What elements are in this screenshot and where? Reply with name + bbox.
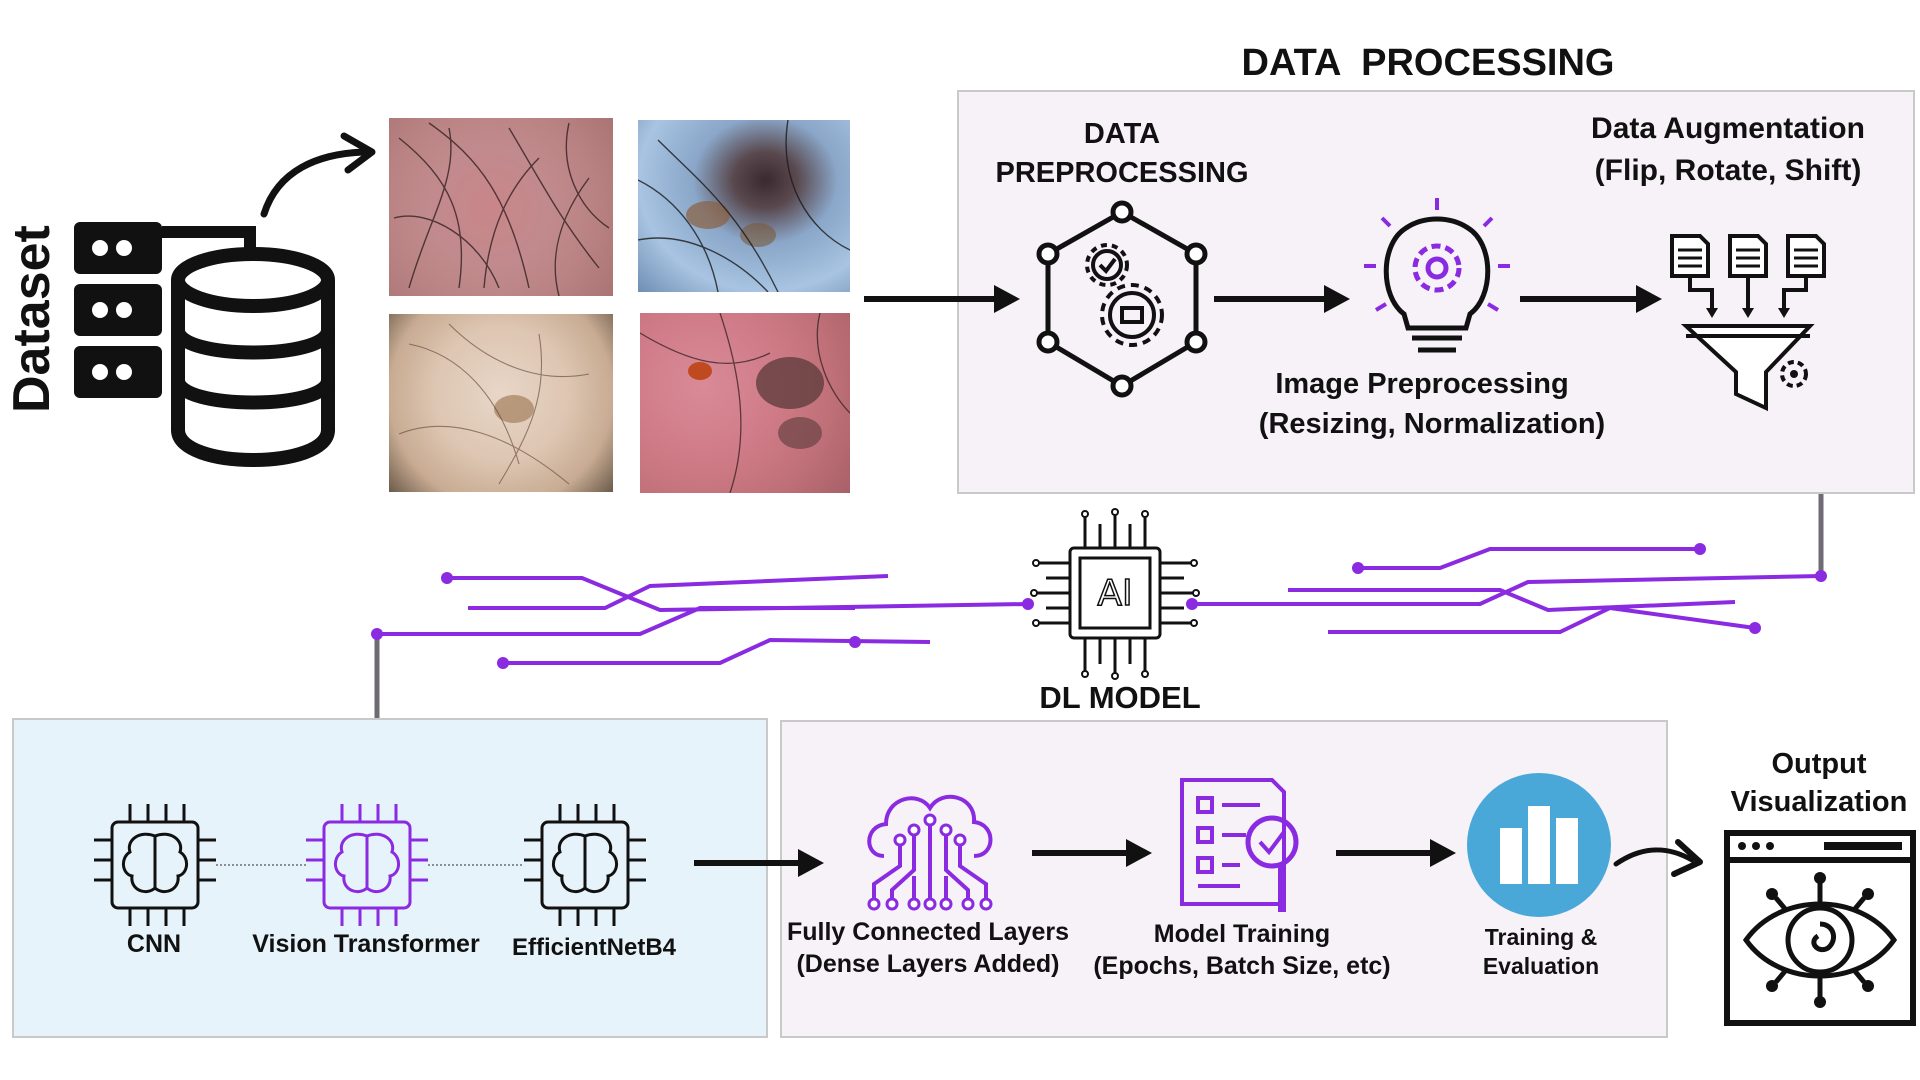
checklist-search-icon <box>1180 778 1299 912</box>
vit-label: Vision Transformer <box>252 930 480 958</box>
dense-layers-label-line1: Fully Connected Layers <box>786 918 1070 946</box>
output-label-line1: Output <box>1771 748 1867 780</box>
arrow-preprocessing-to-image-icon <box>1214 285 1350 313</box>
network-gears-icon <box>1036 200 1208 398</box>
brain-chip-icon-cnn <box>94 804 216 926</box>
image-preprocessing-label-line2: (Resizing, Normalization) <box>1258 408 1606 440</box>
model-training-label-line1: Model Training <box>1153 920 1331 948</box>
arrow-dense-to-training-icon <box>1032 839 1152 867</box>
arrow-image-to-augmentation-icon <box>1520 285 1662 313</box>
effnet-label: EfficientNetB4 <box>511 934 677 961</box>
data-preprocessing-label-line2: PREPROCESSING <box>995 157 1249 189</box>
arrow-models-to-dense-icon <box>694 849 824 877</box>
output-label-line2: Visualization <box>1730 786 1908 818</box>
eval-label-line1: Training & <box>1484 924 1598 950</box>
skin-lesion-image-2 <box>638 120 850 292</box>
model-training-label-line2: (Epochs, Batch Size, etc) <box>1093 952 1391 980</box>
brain-chip-icon-vit <box>306 804 428 926</box>
brain-chip-icon-effnet <box>524 804 646 926</box>
lightbulb-gear-icon <box>1364 198 1510 353</box>
arrow-eval-to-output-icon <box>1613 839 1703 877</box>
cloud-network-icon <box>867 794 993 911</box>
dl-model-label: DL MODEL <box>1039 680 1201 715</box>
eval-label-line2: Evaluation <box>1482 953 1600 979</box>
model-dotted-connector <box>216 864 524 866</box>
eye-window-icon <box>1724 830 1916 1026</box>
arrow-training-to-eval-icon <box>1336 839 1456 867</box>
data-augmentation-label-line2: (Flip, Rotate, Shift) <box>1594 154 1862 187</box>
bar-chart-circle-icon <box>1467 773 1611 917</box>
database-server-icon <box>74 222 335 467</box>
data-augmentation-label-line1: Data Augmentation <box>1591 112 1865 145</box>
cnn-label: CNN <box>126 930 182 958</box>
dense-layers-label-line2: (Dense Layers Added) <box>796 950 1060 978</box>
arrow-to-processing-icon <box>864 285 1020 313</box>
ai-chip-icon: AI <box>1030 508 1200 680</box>
chip-text: AI <box>1097 573 1132 614</box>
skin-lesion-image-3 <box>389 314 613 492</box>
dataset-curved-arrow-icon <box>260 132 376 218</box>
data-processing-title: DATA PROCESSING <box>1241 42 1615 84</box>
skin-lesion-image-1 <box>389 118 613 296</box>
image-preprocessing-label-line1: Image Preprocessing <box>1275 368 1569 400</box>
data-preprocessing-label-line1: DATA <box>1083 118 1161 150</box>
skin-lesion-image-4 <box>640 313 850 493</box>
document-funnel-icon <box>1670 234 1826 412</box>
